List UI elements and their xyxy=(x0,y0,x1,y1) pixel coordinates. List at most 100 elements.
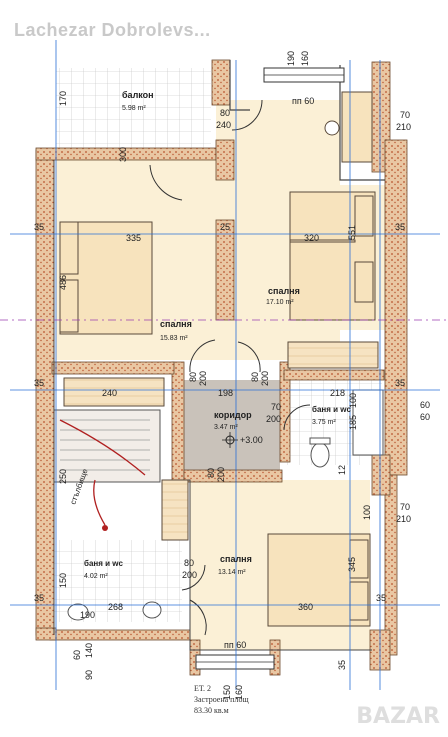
room-bedroom-right-name: спалня xyxy=(268,286,300,296)
door-bath-right xyxy=(283,404,311,431)
dim-90: 90 xyxy=(84,670,94,680)
dim-80-top: 80 xyxy=(220,108,230,118)
room-balcony-name: балкон xyxy=(122,90,154,100)
dim-218: 218 xyxy=(330,388,345,398)
window-bottom xyxy=(195,654,275,670)
room-bedroom-left-name: спалня xyxy=(160,319,192,329)
room-balcony-area: 5.98 m² xyxy=(122,105,146,112)
wardrobe-left xyxy=(63,377,165,407)
sink-left xyxy=(142,601,162,619)
dimension-lines xyxy=(10,40,440,690)
author-watermark: Lachezar Dobrolevs... xyxy=(14,20,211,40)
dim-198: 198 xyxy=(218,388,233,398)
dim-35-left: 35 xyxy=(34,222,44,232)
window-top xyxy=(263,67,345,83)
dim-12: 12 xyxy=(337,465,347,475)
site-watermark: BAZAR xyxy=(356,704,440,729)
walls xyxy=(35,59,408,676)
bed-right xyxy=(289,191,376,321)
bed-left xyxy=(59,221,153,335)
door-bedroom-right xyxy=(237,341,261,373)
dim-240-top: 240 xyxy=(216,120,231,130)
staircase xyxy=(49,409,161,531)
dim-80-cr: 80 xyxy=(250,372,260,382)
dim-35-mid-left: 35 xyxy=(34,378,44,388)
door-upper xyxy=(231,99,263,131)
door-bath-left xyxy=(181,564,206,591)
level-marker xyxy=(222,432,238,448)
dim-360: 360 xyxy=(298,602,313,612)
dim-170: 170 xyxy=(58,91,68,106)
dim-160-bottom: 160 xyxy=(234,685,244,700)
dim-35-low-right: 35 xyxy=(376,593,386,603)
door-bedroom-left xyxy=(189,339,216,373)
dim-150: 150 xyxy=(58,573,68,588)
dim-210-top: 210 xyxy=(396,122,411,132)
dim-250: 250 xyxy=(58,469,68,484)
dim-200-cl: 200 xyxy=(198,371,208,386)
dim-25: 25 xyxy=(220,222,230,232)
room-bath-right-name: баня и wc xyxy=(312,405,351,414)
dim-80-bb: 80 xyxy=(184,558,194,568)
room-corridor-level: +3.00 xyxy=(240,435,263,445)
dim-190-top: 190 xyxy=(286,51,296,66)
dim-35-low-left: 35 xyxy=(34,593,44,603)
dim-70-bath: 70 xyxy=(271,402,281,412)
caption-built-area-label: Застроена площ xyxy=(194,695,249,704)
dim-185: 185 xyxy=(348,415,358,430)
room-corridor-name: коридор xyxy=(214,410,252,420)
dim-335: 335 xyxy=(126,233,141,243)
toilet-right xyxy=(309,437,331,468)
toilet-left xyxy=(67,603,89,621)
dim-70-mid: 70 xyxy=(400,502,410,512)
dim-320: 320 xyxy=(304,233,319,243)
dim-150-bottom: 150 xyxy=(222,685,232,700)
room-bedroom-left-area: 15.83 m² xyxy=(160,335,188,342)
dim-210-mid: 210 xyxy=(396,514,411,524)
dim-240: 240 xyxy=(102,388,117,398)
dim-100-bath: 100 xyxy=(348,393,358,408)
dim-60-bottom: 60 xyxy=(72,650,82,660)
desk xyxy=(324,91,373,163)
room-bedroom-bottom-area: 13.14 m² xyxy=(218,569,246,576)
caption-floor: ЕТ. 2 xyxy=(194,684,211,693)
dim-551: 551 xyxy=(347,225,357,240)
room-bedroom-bottom-name: спалня xyxy=(220,554,252,564)
dim-486: 486 xyxy=(58,275,68,290)
room-bath-left-name: баня и wc xyxy=(84,559,123,568)
bed-bottom xyxy=(267,533,371,627)
dim-60-b: 60 xyxy=(420,412,430,422)
dim-70-top: 70 xyxy=(400,110,410,120)
dim-190: 190 xyxy=(80,610,95,620)
dim-200-cr: 200 xyxy=(260,371,270,386)
dim-200-bb: 200 xyxy=(182,570,197,580)
dim-140: 140 xyxy=(84,643,94,658)
room-bath-right-area: 3.75 m² xyxy=(312,419,336,426)
dim-300: 300 xyxy=(118,147,128,162)
dim-60-a: 60 xyxy=(420,400,430,410)
room-bedroom-right-area: 17.10 m² xyxy=(266,299,294,306)
dim-160-top: 160 xyxy=(300,51,310,66)
dim-80-cl: 80 xyxy=(188,372,198,382)
drawing-caption: ЕТ. 2 Застроена площ 83.30 кв.м xyxy=(194,683,249,716)
floor-balcony xyxy=(56,68,211,156)
dim-100-right: 100 xyxy=(362,505,372,520)
door-balcony xyxy=(149,164,183,201)
room-bath-left-area: 4.02 m² xyxy=(84,573,108,580)
floor-corridor xyxy=(180,380,280,475)
room-corridor-area: 3.47 m² xyxy=(214,424,238,431)
pp60-top: пп 60 xyxy=(292,96,314,106)
dim-268: 268 xyxy=(108,602,123,612)
wardrobe-right xyxy=(287,341,379,369)
caption-built-area-value: 83.30 кв.м xyxy=(194,706,229,715)
wall-outline-upper xyxy=(229,60,385,181)
door-bedroom-bottom xyxy=(189,599,207,636)
wardrobe-bottom xyxy=(161,479,189,541)
dim-35-right: 35 xyxy=(395,222,405,232)
dim-35-bottom: 35 xyxy=(337,660,347,670)
pp60-bottom: пп 60 xyxy=(224,640,246,650)
dim-200-bath: 200 xyxy=(266,414,281,424)
dim-80-cb: 80 xyxy=(206,468,216,478)
dim-35-mid-right: 35 xyxy=(395,378,405,388)
